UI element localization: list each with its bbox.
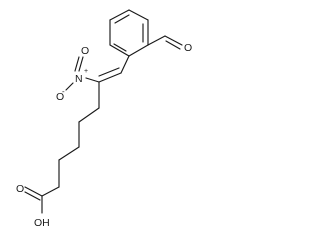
benzene-ring — [109, 9, 149, 57]
nitro-group: N + O O - — [56, 45, 100, 103]
n-o-double-bond — [74, 56, 80, 72]
aldehyde-co-double-bond — [165, 40, 181, 50]
aldehyde-group: O — [147, 35, 192, 54]
ring-to-vinyl-bond — [120, 55, 130, 74]
hydroxyl-label: OH — [34, 217, 50, 229]
carboxyl-co-double-bond — [24, 191, 41, 201]
ring-bond — [128, 9, 149, 21]
nitro-nitrogen-label: N — [75, 73, 83, 85]
ring-bond — [128, 44, 149, 57]
alkene-double-bond — [98, 67, 120, 77]
nitro-positive-charge: + — [84, 68, 88, 75]
nitro-negative-charge: - — [62, 87, 65, 96]
carboxyl-oxygen-label: O — [16, 183, 24, 195]
ring-double-bond — [114, 14, 130, 24]
alkyl-chain — [41, 81, 100, 197]
ring-bond — [109, 44, 130, 57]
chain-bond — [41, 186, 60, 197]
alkene-linker — [98, 55, 130, 83]
carboxyl-co-double-bond — [24, 186, 43, 197]
nitro-oxygen-top-label: O — [81, 45, 89, 57]
c-n-bond — [85, 77, 100, 83]
nitro-oxygen-left-label: O — [56, 91, 64, 103]
aldehyde-oxygen-label: O — [184, 42, 192, 54]
n-o-single-bond — [65, 82, 74, 91]
chain-bond — [78, 107, 100, 123]
ring-double-bond — [113, 43, 127, 52]
carboxylic-acid-group: O OH — [16, 183, 50, 229]
n-o-double-bond — [78, 56, 84, 72]
aldehyde-co-double-bond — [164, 35, 183, 46]
chemical-structure: O N + O O - O OH — [16, 9, 192, 229]
alkene-double-bond — [98, 72, 122, 83]
chain-bond — [58, 146, 80, 161]
ring-bond — [109, 9, 130, 21]
aldehyde-c-bond — [147, 35, 166, 46]
